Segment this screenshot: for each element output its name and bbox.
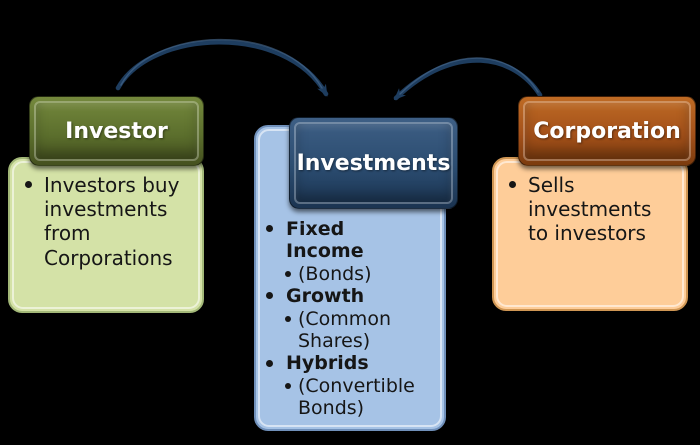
list-item: (Convertible Bonds) bbox=[284, 375, 415, 420]
arrow-investor-to-investments bbox=[115, 40, 329, 97]
arrow-corporation-to-investments bbox=[393, 58, 543, 101]
list-item: (Common Shares) bbox=[284, 308, 396, 353]
arrow-corporation-to-investments-highlight bbox=[399, 57, 539, 95]
list-item: Hybrids bbox=[265, 352, 396, 374]
list-item: Growth bbox=[265, 285, 396, 307]
list-item: Fixed Income bbox=[265, 218, 396, 263]
corporation-notes-list: Sells investments to investors bbox=[494, 159, 686, 246]
investments-title: Investments bbox=[296, 150, 451, 176]
corporation-card-body: Sells investments to investors bbox=[492, 157, 688, 311]
investor-card-body: Investors buy investments from Corporati… bbox=[8, 157, 204, 313]
investor-header: Investor bbox=[29, 96, 204, 166]
investor-notes-list: Investors buy investments from Corporati… bbox=[10, 159, 202, 270]
corporation-title: Corporation bbox=[533, 118, 681, 144]
investments-header: Investments bbox=[289, 117, 458, 209]
investments-list: Fixed Income (Bonds) Growth (Common Shar… bbox=[256, 127, 444, 420]
list-item: Investors buy investments from Corporati… bbox=[24, 173, 184, 270]
corporation-header: Corporation bbox=[518, 96, 696, 166]
arrow-investor-to-investments-highlight bbox=[120, 38, 323, 89]
list-item: (Bonds) bbox=[284, 263, 396, 285]
investor-title: Investor bbox=[65, 118, 168, 144]
list-item: Sells investments to investors bbox=[508, 173, 666, 246]
